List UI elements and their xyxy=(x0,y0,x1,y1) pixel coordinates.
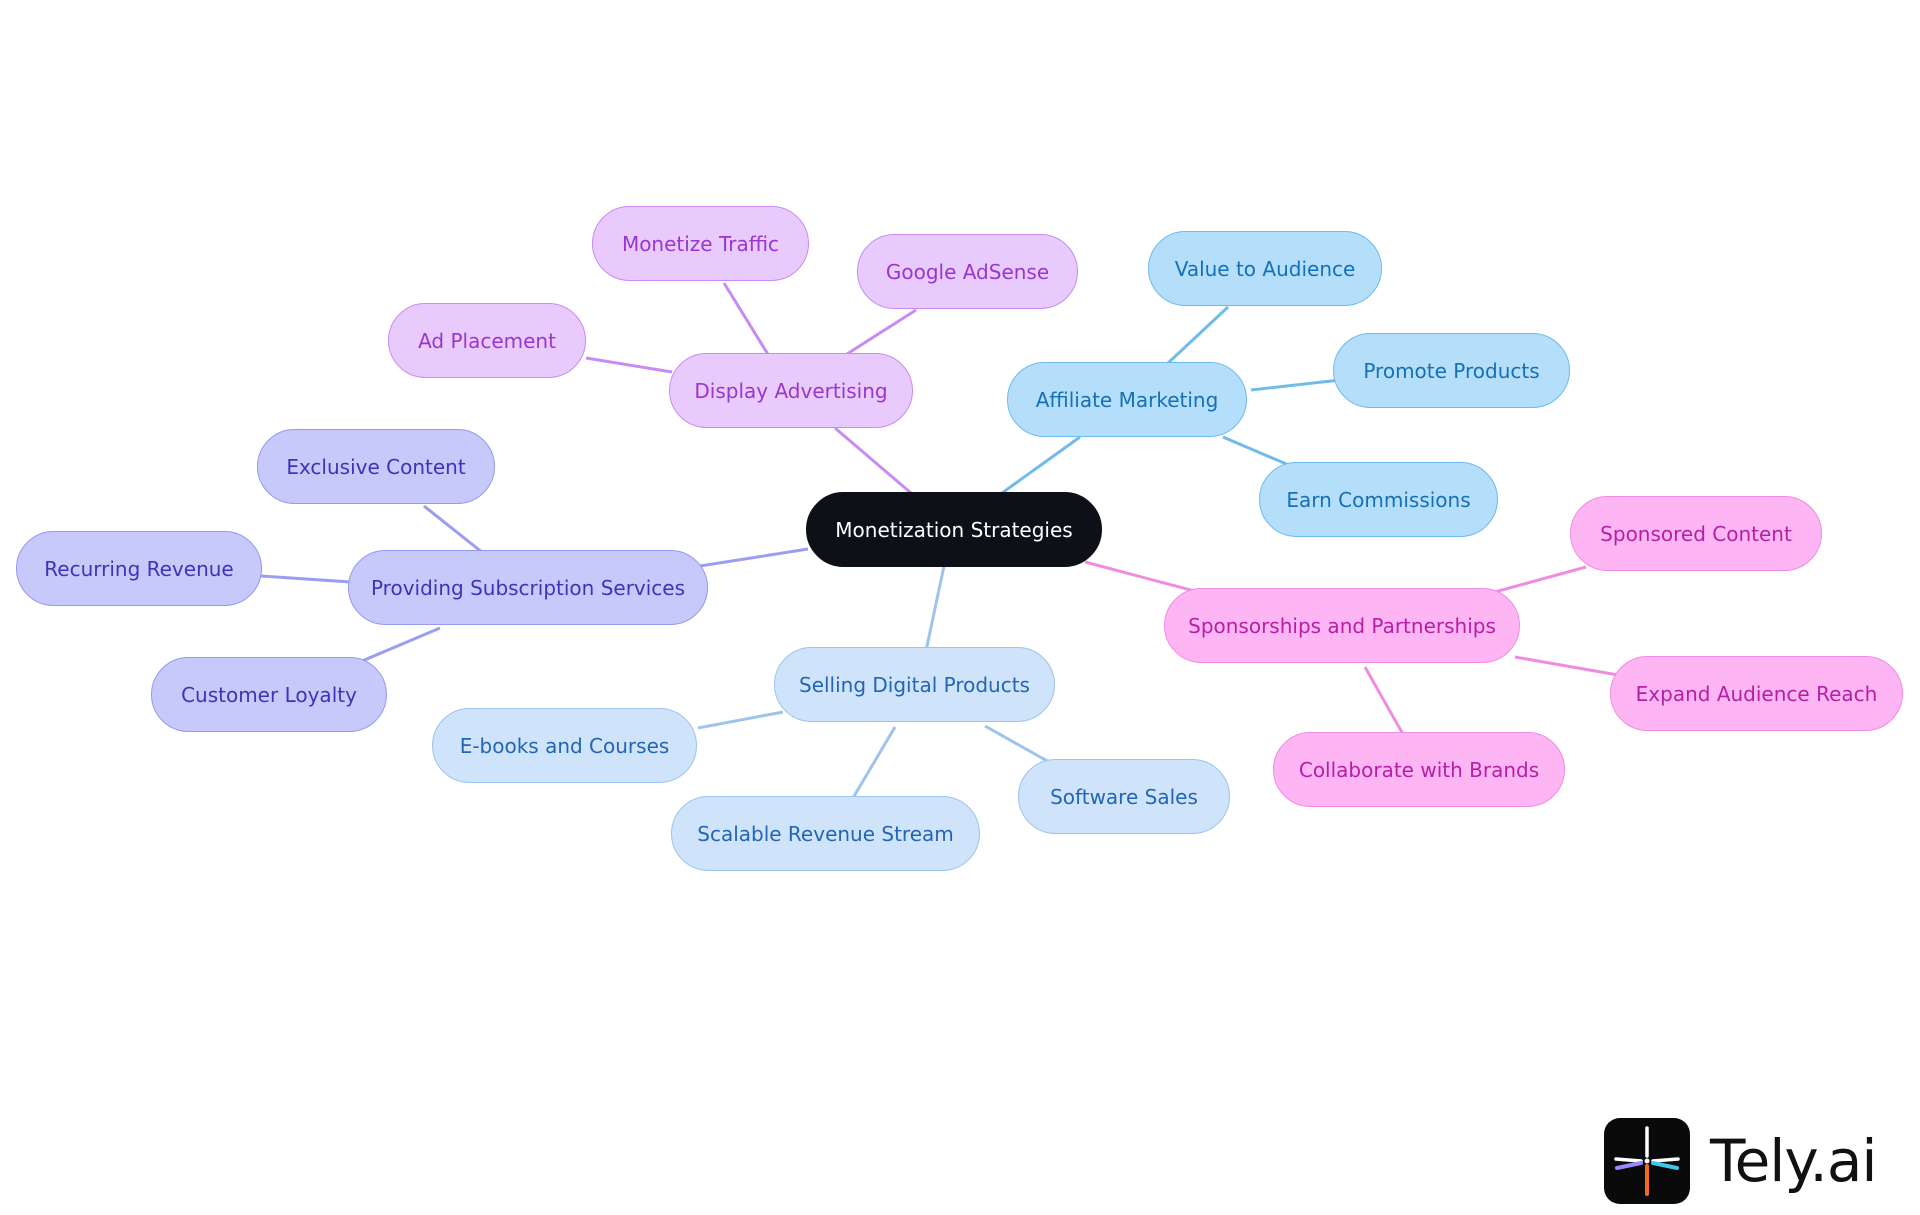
node-providing-subscription-services[interactable]: Providing Subscription Services xyxy=(348,550,708,625)
edge-sponsorships-expand-audience xyxy=(1514,655,1619,677)
node-label: Sponsored Content xyxy=(1600,521,1792,546)
node-label: Value to Audience xyxy=(1174,256,1356,281)
edge-digital-ebooks xyxy=(697,710,784,730)
node-label: Sponsorships and Partnerships xyxy=(1188,613,1496,638)
edge-display-google-adsense xyxy=(846,308,917,356)
node-customer-loyalty[interactable]: Customer Loyalty xyxy=(151,657,387,732)
node-label: Collaborate with Brands xyxy=(1298,757,1540,782)
edge-display-ad-placement xyxy=(585,356,673,374)
node-label: Expand Audience Reach xyxy=(1635,681,1878,706)
node-earn-commissions[interactable]: Earn Commissions xyxy=(1259,462,1498,537)
node-label: Google AdSense xyxy=(885,259,1050,284)
edge-center-display-advertising xyxy=(834,426,912,495)
edge-affiliate-earn-commissions xyxy=(1222,435,1292,468)
node-promote-products[interactable]: Promote Products xyxy=(1333,333,1570,408)
node-ebooks-and-courses[interactable]: E-books and Courses xyxy=(432,708,697,783)
node-google-adsense[interactable]: Google AdSense xyxy=(857,234,1078,309)
node-display-advertising[interactable]: Display Advertising xyxy=(669,353,913,428)
edge-subscription-customer-loyalty xyxy=(354,626,441,666)
node-monetization-strategies[interactable]: Monetization Strategies xyxy=(806,492,1102,567)
node-affiliate-marketing[interactable]: Affiliate Marketing xyxy=(1007,362,1247,437)
node-label: Monetize Traffic xyxy=(621,231,780,256)
edge-sponsorships-sponsored-content xyxy=(1490,565,1587,595)
edge-center-digital-products xyxy=(924,565,946,652)
edge-center-subscription-services xyxy=(699,547,809,568)
node-label: Customer Loyalty xyxy=(181,682,357,707)
edge-center-sponsorships xyxy=(1084,560,1203,595)
brand-logo: Tely.ai xyxy=(1604,1118,1878,1204)
node-label: Affiliate Marketing xyxy=(1035,387,1219,412)
node-label: Selling Digital Products xyxy=(799,672,1030,697)
node-label: Recurring Revenue xyxy=(44,556,234,581)
node-label: Monetization Strategies xyxy=(835,517,1073,542)
node-collaborate-with-brands[interactable]: Collaborate with Brands xyxy=(1273,732,1565,807)
node-sponsored-content[interactable]: Sponsored Content xyxy=(1570,496,1822,571)
edge-center-affiliate-marketing xyxy=(1001,435,1081,495)
brand-name: Tely.ai xyxy=(1710,1127,1878,1195)
node-label: Display Advertising xyxy=(694,378,888,403)
node-label: Scalable Revenue Stream xyxy=(697,821,954,846)
node-ad-placement[interactable]: Ad Placement xyxy=(388,303,586,378)
edge-display-monetize-traffic xyxy=(722,282,771,357)
edge-affiliate-value-to-audience xyxy=(1165,305,1230,366)
node-label: Ad Placement xyxy=(418,328,556,353)
node-label: Earn Commissions xyxy=(1286,487,1471,512)
node-value-to-audience[interactable]: Value to Audience xyxy=(1148,231,1382,306)
node-label: Software Sales xyxy=(1050,784,1198,809)
edge-subscription-recurring-revenue xyxy=(260,574,352,584)
edge-subscription-exclusive-content xyxy=(423,504,484,555)
node-label: E-books and Courses xyxy=(459,733,670,758)
tely-spark-icon xyxy=(1604,1118,1690,1204)
node-software-sales[interactable]: Software Sales xyxy=(1018,759,1230,834)
node-exclusive-content[interactable]: Exclusive Content xyxy=(257,429,495,504)
node-selling-digital-products[interactable]: Selling Digital Products xyxy=(774,647,1055,722)
node-scalable-revenue-stream[interactable]: Scalable Revenue Stream xyxy=(671,796,980,871)
node-label: Exclusive Content xyxy=(286,454,466,479)
node-monetize-traffic[interactable]: Monetize Traffic xyxy=(592,206,809,281)
node-recurring-revenue[interactable]: Recurring Revenue xyxy=(16,531,262,606)
edge-affiliate-promote-products xyxy=(1250,378,1341,392)
edge-sponsorships-collaborate-brands xyxy=(1363,666,1406,737)
node-sponsorships-and-partnerships[interactable]: Sponsorships and Partnerships xyxy=(1164,588,1520,663)
node-label: Promote Products xyxy=(1363,358,1540,383)
node-expand-audience-reach[interactable]: Expand Audience Reach xyxy=(1610,656,1903,731)
edge-digital-scalable-revenue xyxy=(848,726,897,804)
node-label: Providing Subscription Services xyxy=(370,575,686,600)
